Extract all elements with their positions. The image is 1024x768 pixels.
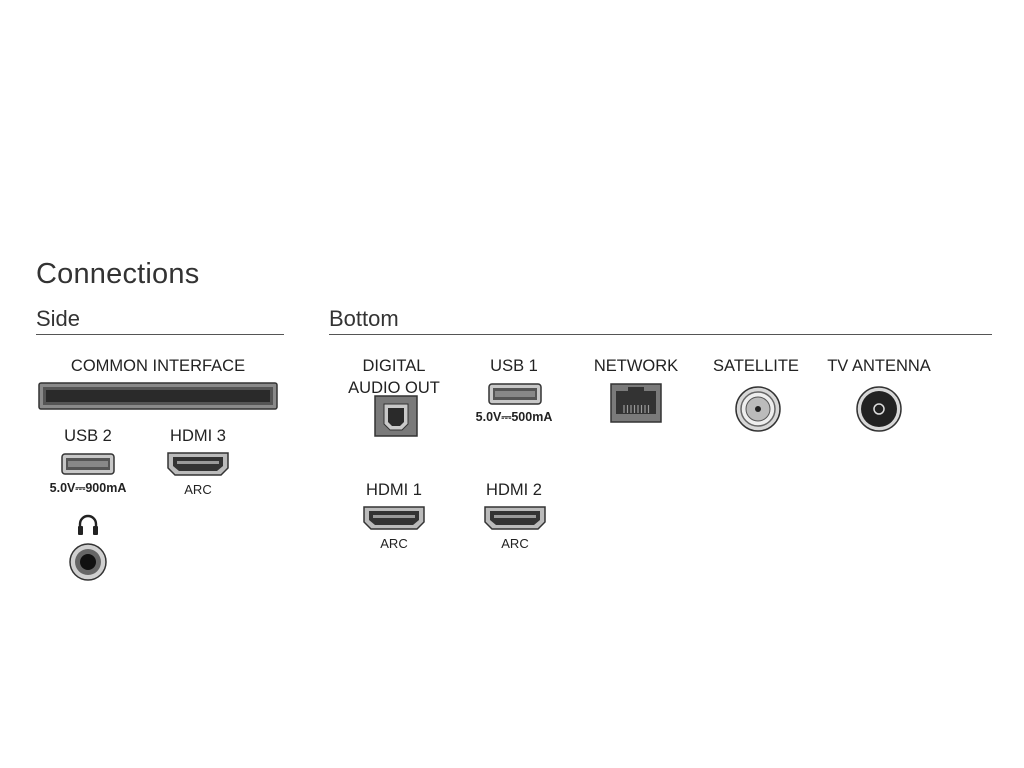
antenna-connector-icon: [855, 385, 903, 433]
hdmi3-arc-label: ARC: [184, 482, 212, 497]
tv-antenna-label: TV ANTENNA: [827, 357, 931, 375]
side-divider: [36, 334, 284, 335]
hdmi1-arc-label: ARC: [380, 536, 408, 551]
digital-audio-out-label-line2: AUDIO OUT: [348, 379, 440, 397]
hdmi1-label: HDMI 1: [366, 481, 422, 499]
usb2-label: USB 2: [64, 427, 112, 445]
headphone-icon: [77, 513, 99, 537]
hdmi3-port-icon: [166, 451, 230, 477]
optical-port-icon: [374, 395, 418, 437]
ethernet-port-icon: [610, 383, 662, 423]
common-interface-slot-icon: [38, 382, 278, 410]
usb2-port-icon: [61, 453, 115, 475]
headphone-jack-icon: [68, 542, 108, 582]
hdmi2-label: HDMI 2: [486, 481, 542, 499]
page-title: Connections: [36, 258, 200, 290]
section-title-side: Side: [36, 306, 81, 331]
hdmi2-arc-label: ARC: [501, 536, 529, 551]
usb1-label: USB 1: [490, 357, 538, 375]
network-label: NETWORK: [593, 357, 679, 375]
hdmi1-port-icon: [362, 505, 426, 531]
hdmi3-label: HDMI 3: [170, 427, 226, 445]
common-interface-label: COMMON INTERFACE: [70, 357, 246, 375]
section-title-bottom: Bottom: [329, 306, 399, 331]
usb1-rating: 5.0V⎓500mA: [475, 410, 553, 424]
satellite-connector-icon: [734, 385, 782, 433]
satellite-label: SATELLITE: [713, 357, 799, 375]
bottom-divider: [329, 334, 992, 335]
digital-audio-out-label-line1: DIGITAL: [362, 357, 426, 375]
hdmi2-port-icon: [483, 505, 547, 531]
usb2-rating: 5.0V⎓900mA: [49, 481, 127, 495]
usb1-port-icon: [488, 383, 542, 405]
